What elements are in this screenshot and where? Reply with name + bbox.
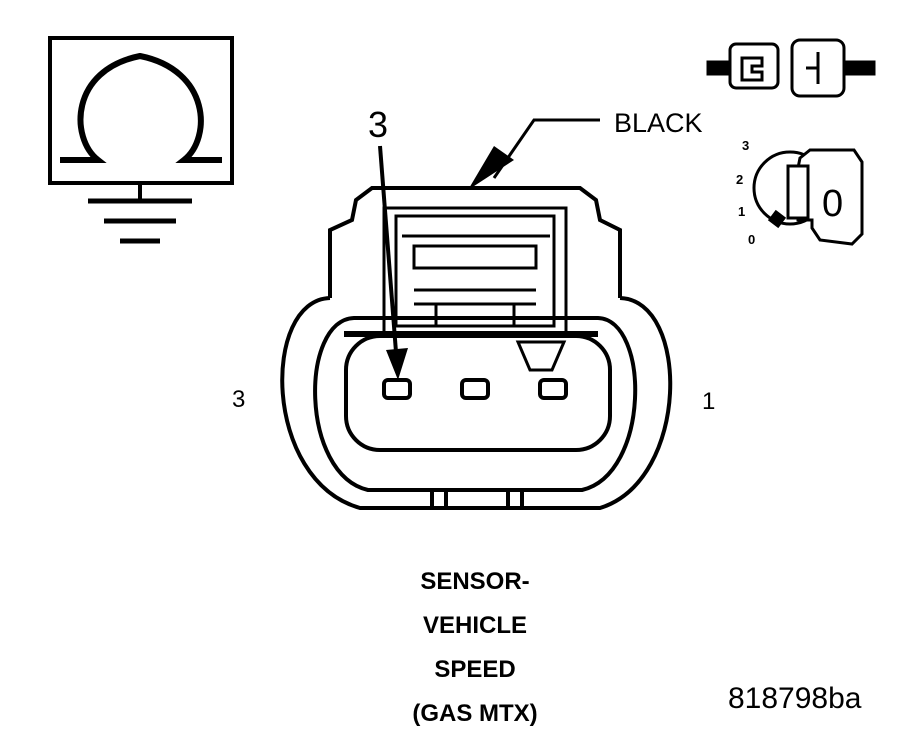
key-position-1: 1 bbox=[738, 204, 745, 219]
key-position-3: 3 bbox=[742, 138, 749, 153]
ohmmeter-ground-icon bbox=[48, 36, 234, 244]
pin-callout-arrow bbox=[378, 145, 408, 380]
key-position-0: 0 bbox=[748, 232, 755, 247]
figure-id: 818798ba bbox=[728, 682, 862, 715]
caption-line-1: SENSOR- bbox=[420, 568, 530, 595]
caption-line-2: VEHICLE bbox=[422, 612, 527, 639]
pin-terminal-1 bbox=[538, 378, 568, 400]
housing-inner-channel bbox=[313, 316, 638, 492]
housing-latch-outline bbox=[328, 186, 622, 298]
caption-line-3: SPEED bbox=[434, 656, 516, 683]
pin-callout-number: 3 bbox=[368, 104, 389, 145]
caption-line-4: (GAS MTX) bbox=[412, 700, 538, 727]
disconnected-connector-icon bbox=[706, 38, 876, 98]
pin-terminal-3 bbox=[382, 378, 412, 400]
key-label: 0 bbox=[822, 183, 843, 225]
right-pin-label: 1 bbox=[702, 388, 716, 415]
connector-housing bbox=[280, 186, 673, 510]
wire-color-label: BLACK bbox=[614, 108, 703, 138]
ignition-key-icon bbox=[752, 148, 864, 246]
key-position-2: 2 bbox=[736, 172, 743, 187]
polarization-key bbox=[515, 340, 567, 372]
pin-terminal-2 bbox=[460, 378, 490, 400]
housing-outer-shell bbox=[280, 296, 673, 510]
left-pin-label: 3 bbox=[232, 386, 246, 413]
color-leader-arrow bbox=[468, 118, 600, 190]
